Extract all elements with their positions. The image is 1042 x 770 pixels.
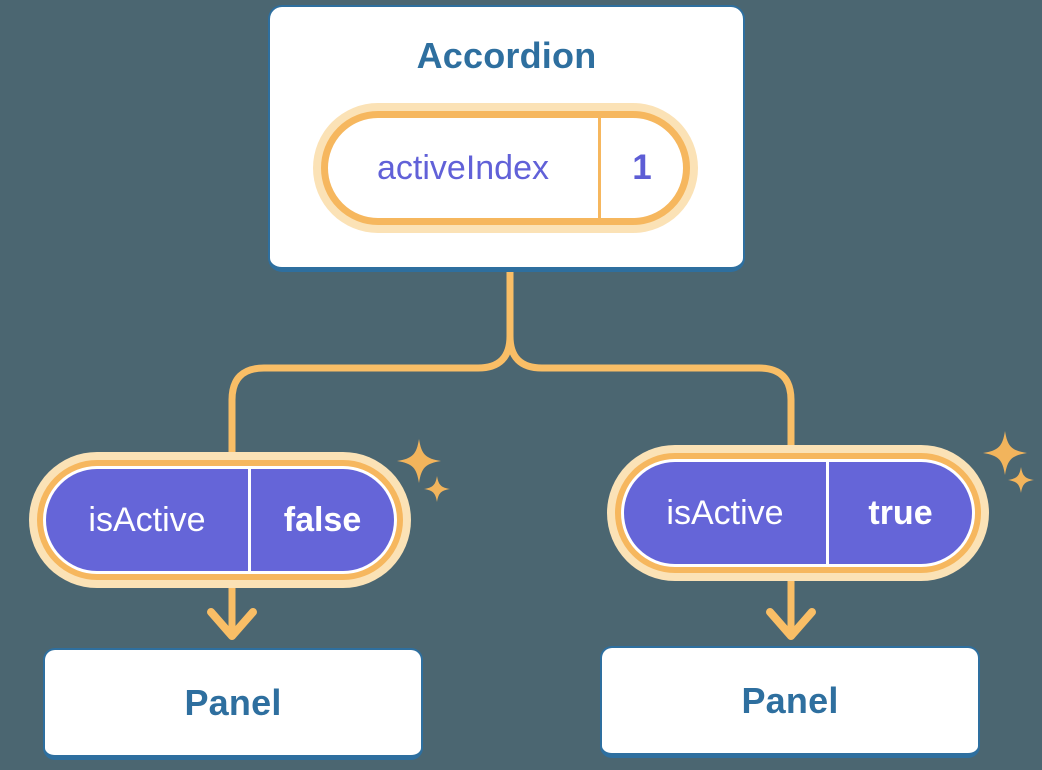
prop-pill-divider — [248, 469, 251, 571]
right-arrowhead — [766, 608, 816, 640]
prop-pill-label: isActive — [666, 493, 784, 532]
prop-pill-divider — [826, 462, 829, 564]
is-active-pill-false: isActive false — [37, 460, 403, 580]
branch-right-line — [506, 267, 795, 460]
arrowheads — [207, 608, 816, 640]
prop-pill-label: isActive — [88, 500, 206, 539]
active-index-state-pill: activeIndex 1 — [321, 111, 690, 225]
state-pill-label: activeIndex — [377, 148, 549, 187]
sparkle-icon — [397, 439, 450, 502]
panel-component-box-right: Panel — [600, 646, 980, 758]
prop-pill-value: false — [283, 500, 362, 539]
is-active-pill-true-inner: isActive true — [624, 462, 972, 564]
branch-left-line — [228, 267, 514, 462]
accordion-title: Accordion — [416, 35, 597, 76]
panel-title: Panel — [741, 679, 839, 721]
panel-title: Panel — [184, 681, 282, 723]
is-active-pill-false-inner: isActive false — [46, 469, 394, 571]
state-pill-divider — [598, 118, 601, 218]
is-active-pill-true: isActive true — [615, 453, 981, 573]
sparkle-icon — [983, 431, 1034, 493]
prop-pill-value: true — [868, 493, 933, 532]
left-arrowhead — [207, 608, 257, 640]
panel-component-box-left: Panel — [43, 648, 423, 760]
state-pill-value: 1 — [632, 148, 652, 187]
